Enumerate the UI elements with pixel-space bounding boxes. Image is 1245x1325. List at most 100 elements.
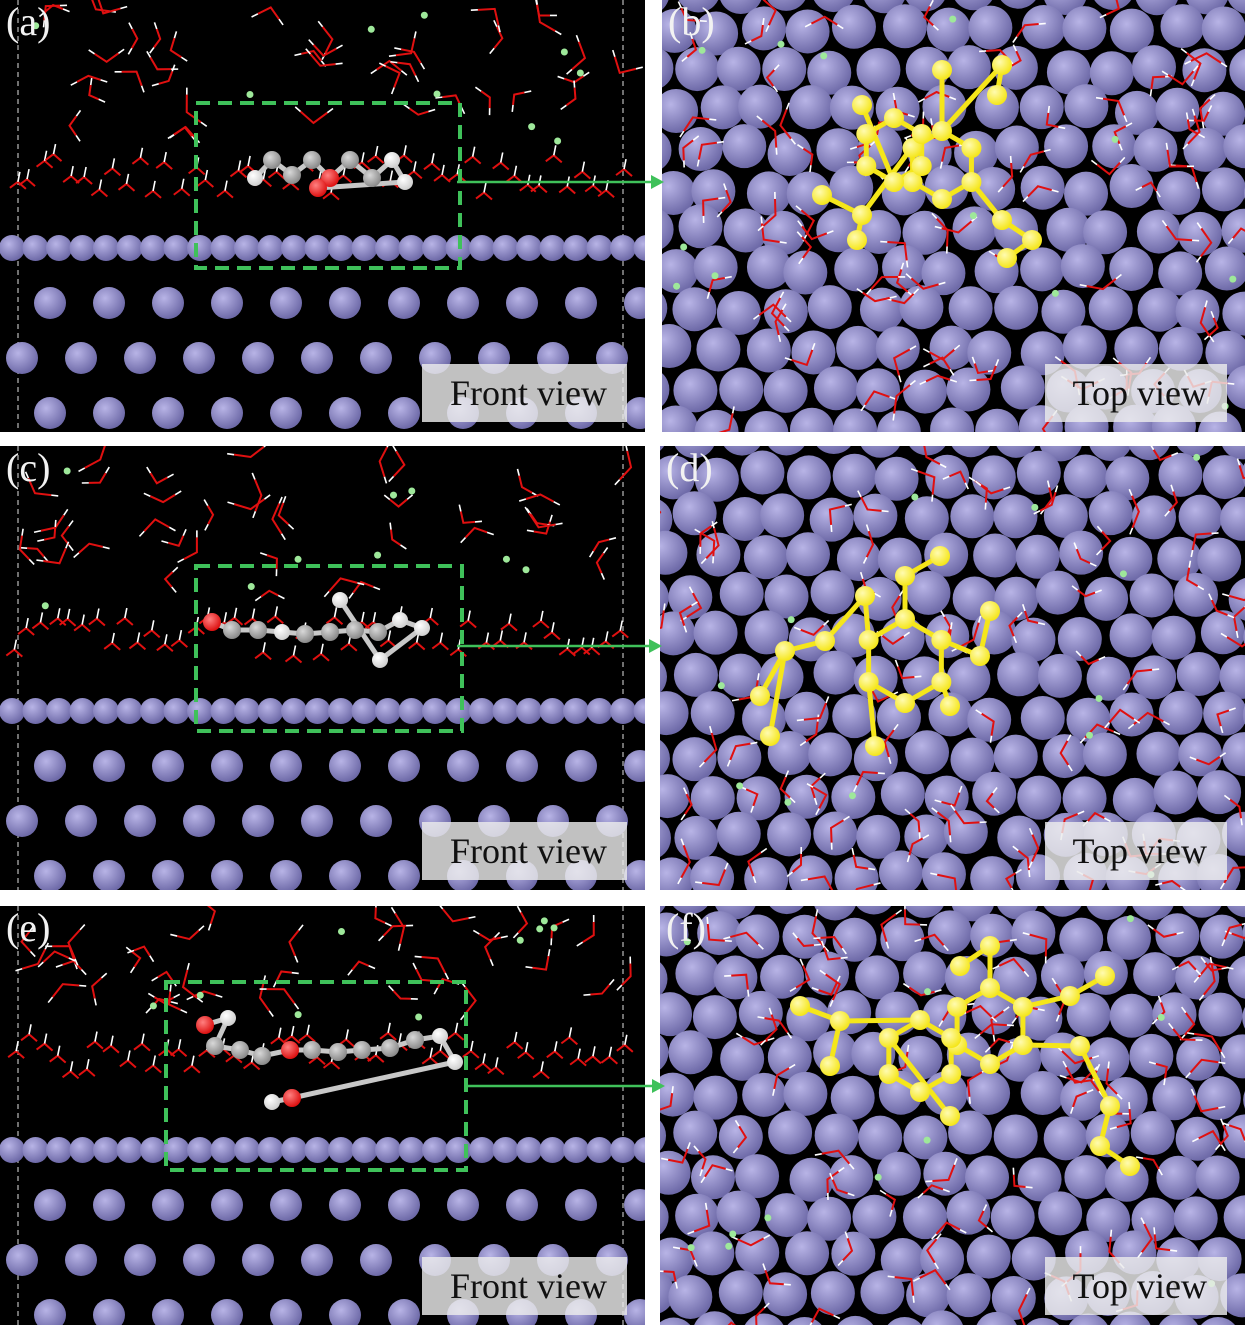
adsorbate-bond (940, 63, 1004, 133)
metal-atom (1156, 170, 1201, 215)
metal-atom (93, 1137, 119, 1163)
water-hydrogen (540, 1061, 544, 1072)
water-hydrogen (78, 467, 86, 473)
water-molecule (374, 907, 386, 924)
water-molecule (865, 530, 875, 558)
water-hydrogen (1012, 636, 1018, 644)
water-hydrogen (70, 81, 78, 86)
water-hydrogen (914, 938, 922, 943)
metal-atom (34, 860, 66, 890)
adsorbate-atom (865, 736, 885, 756)
water-hydrogen (814, 1152, 822, 1156)
water-hydrogen (262, 642, 266, 653)
interface-water (131, 156, 150, 166)
water-molecule (571, 41, 587, 71)
water-hydrogen (1198, 133, 1206, 139)
metal-atom (1137, 287, 1182, 332)
metal-atom (565, 1189, 597, 1221)
water-hydrogen (904, 166, 910, 173)
metal-atom (210, 1137, 237, 1163)
metal-atom (328, 698, 354, 724)
water-hydrogen (695, 881, 703, 884)
water-molecule (1199, 98, 1211, 122)
metal-atom (946, 657, 991, 702)
water-hydrogen (881, 510, 889, 513)
metal-atom (1201, 6, 1245, 51)
water-molecule (167, 991, 182, 1011)
water-hydrogen (117, 48, 125, 54)
ion (32, 22, 40, 30)
adsorbate-atom (910, 1010, 930, 1030)
metal-atom (921, 1310, 963, 1325)
water-hydrogen (592, 1046, 596, 1057)
metal-atom (723, 446, 761, 456)
interface-water (90, 188, 109, 198)
water-hydrogen (1219, 752, 1227, 758)
metal-atom (69, 235, 96, 261)
water-hydrogen (889, 396, 897, 401)
water-hydrogen (441, 164, 445, 176)
water-hydrogen (1190, 549, 1194, 558)
water-hydrogen (308, 39, 315, 46)
water-molecule (779, 109, 792, 140)
water-molecule (1126, 668, 1153, 685)
water-molecule (97, 0, 121, 15)
water-hydrogen (995, 359, 1000, 367)
metal-atom (662, 293, 668, 323)
water-hydrogen (43, 1033, 48, 1044)
metal-atom (767, 812, 812, 857)
water-hydrogen (830, 524, 833, 532)
water-molecule (870, 275, 899, 290)
metal-atom (1019, 85, 1064, 130)
metal-atom (22, 1137, 49, 1163)
water-hydrogen (233, 607, 238, 618)
water-hydrogen (523, 632, 527, 643)
molecule-atom (372, 652, 388, 668)
metal-atom (904, 496, 949, 541)
interface-water (173, 187, 191, 197)
water-molecule (582, 922, 595, 944)
metal-atom (783, 1071, 828, 1116)
metal-atom (329, 860, 361, 890)
metal-atom (0, 698, 25, 724)
water-hydrogen (843, 815, 850, 821)
water-hydrogen (290, 1025, 295, 1037)
water-hydrogen (149, 955, 155, 963)
water-hydrogen (518, 498, 527, 502)
ion (1157, 1013, 1165, 1021)
metal-atom (563, 698, 589, 724)
metal-atom (1197, 537, 1242, 582)
water-hydrogen (25, 617, 29, 629)
water-molecule (686, 592, 703, 619)
metal-atom (662, 405, 698, 432)
panel-f-top-view: (f) Top view (660, 906, 1245, 1325)
panel-d-scene (660, 446, 1245, 890)
water-hydrogen (180, 56, 188, 62)
water-molecule (765, 69, 776, 87)
water-hydrogen (696, 159, 700, 167)
water-molecule (206, 505, 215, 525)
adsorbate-atom (878, 1028, 899, 1048)
water-molecule (1165, 225, 1193, 242)
metal-atom (304, 235, 331, 261)
water-hydrogen (237, 160, 242, 171)
water-molecule (941, 792, 961, 807)
water-hydrogen (56, 1045, 61, 1056)
adsorbate-atom (815, 631, 835, 651)
water-hydrogen (971, 356, 976, 364)
metal-atom (1062, 776, 1107, 821)
water-molecule (1152, 928, 1177, 938)
water-hydrogen (1220, 1144, 1226, 1152)
ion (522, 566, 530, 574)
metal-atom (1227, 955, 1245, 999)
metal-atom (351, 235, 378, 261)
water-hydrogen (1091, 1055, 1100, 1059)
metal-atom (690, 856, 735, 890)
interface-water (61, 1070, 80, 1080)
water-hydrogen (953, 1157, 958, 1166)
water-hydrogen (841, 947, 847, 955)
water-molecule (1096, 161, 1121, 176)
water-molecule (1193, 1032, 1222, 1053)
metal-atom (586, 1137, 613, 1163)
water-hydrogen (79, 924, 86, 931)
